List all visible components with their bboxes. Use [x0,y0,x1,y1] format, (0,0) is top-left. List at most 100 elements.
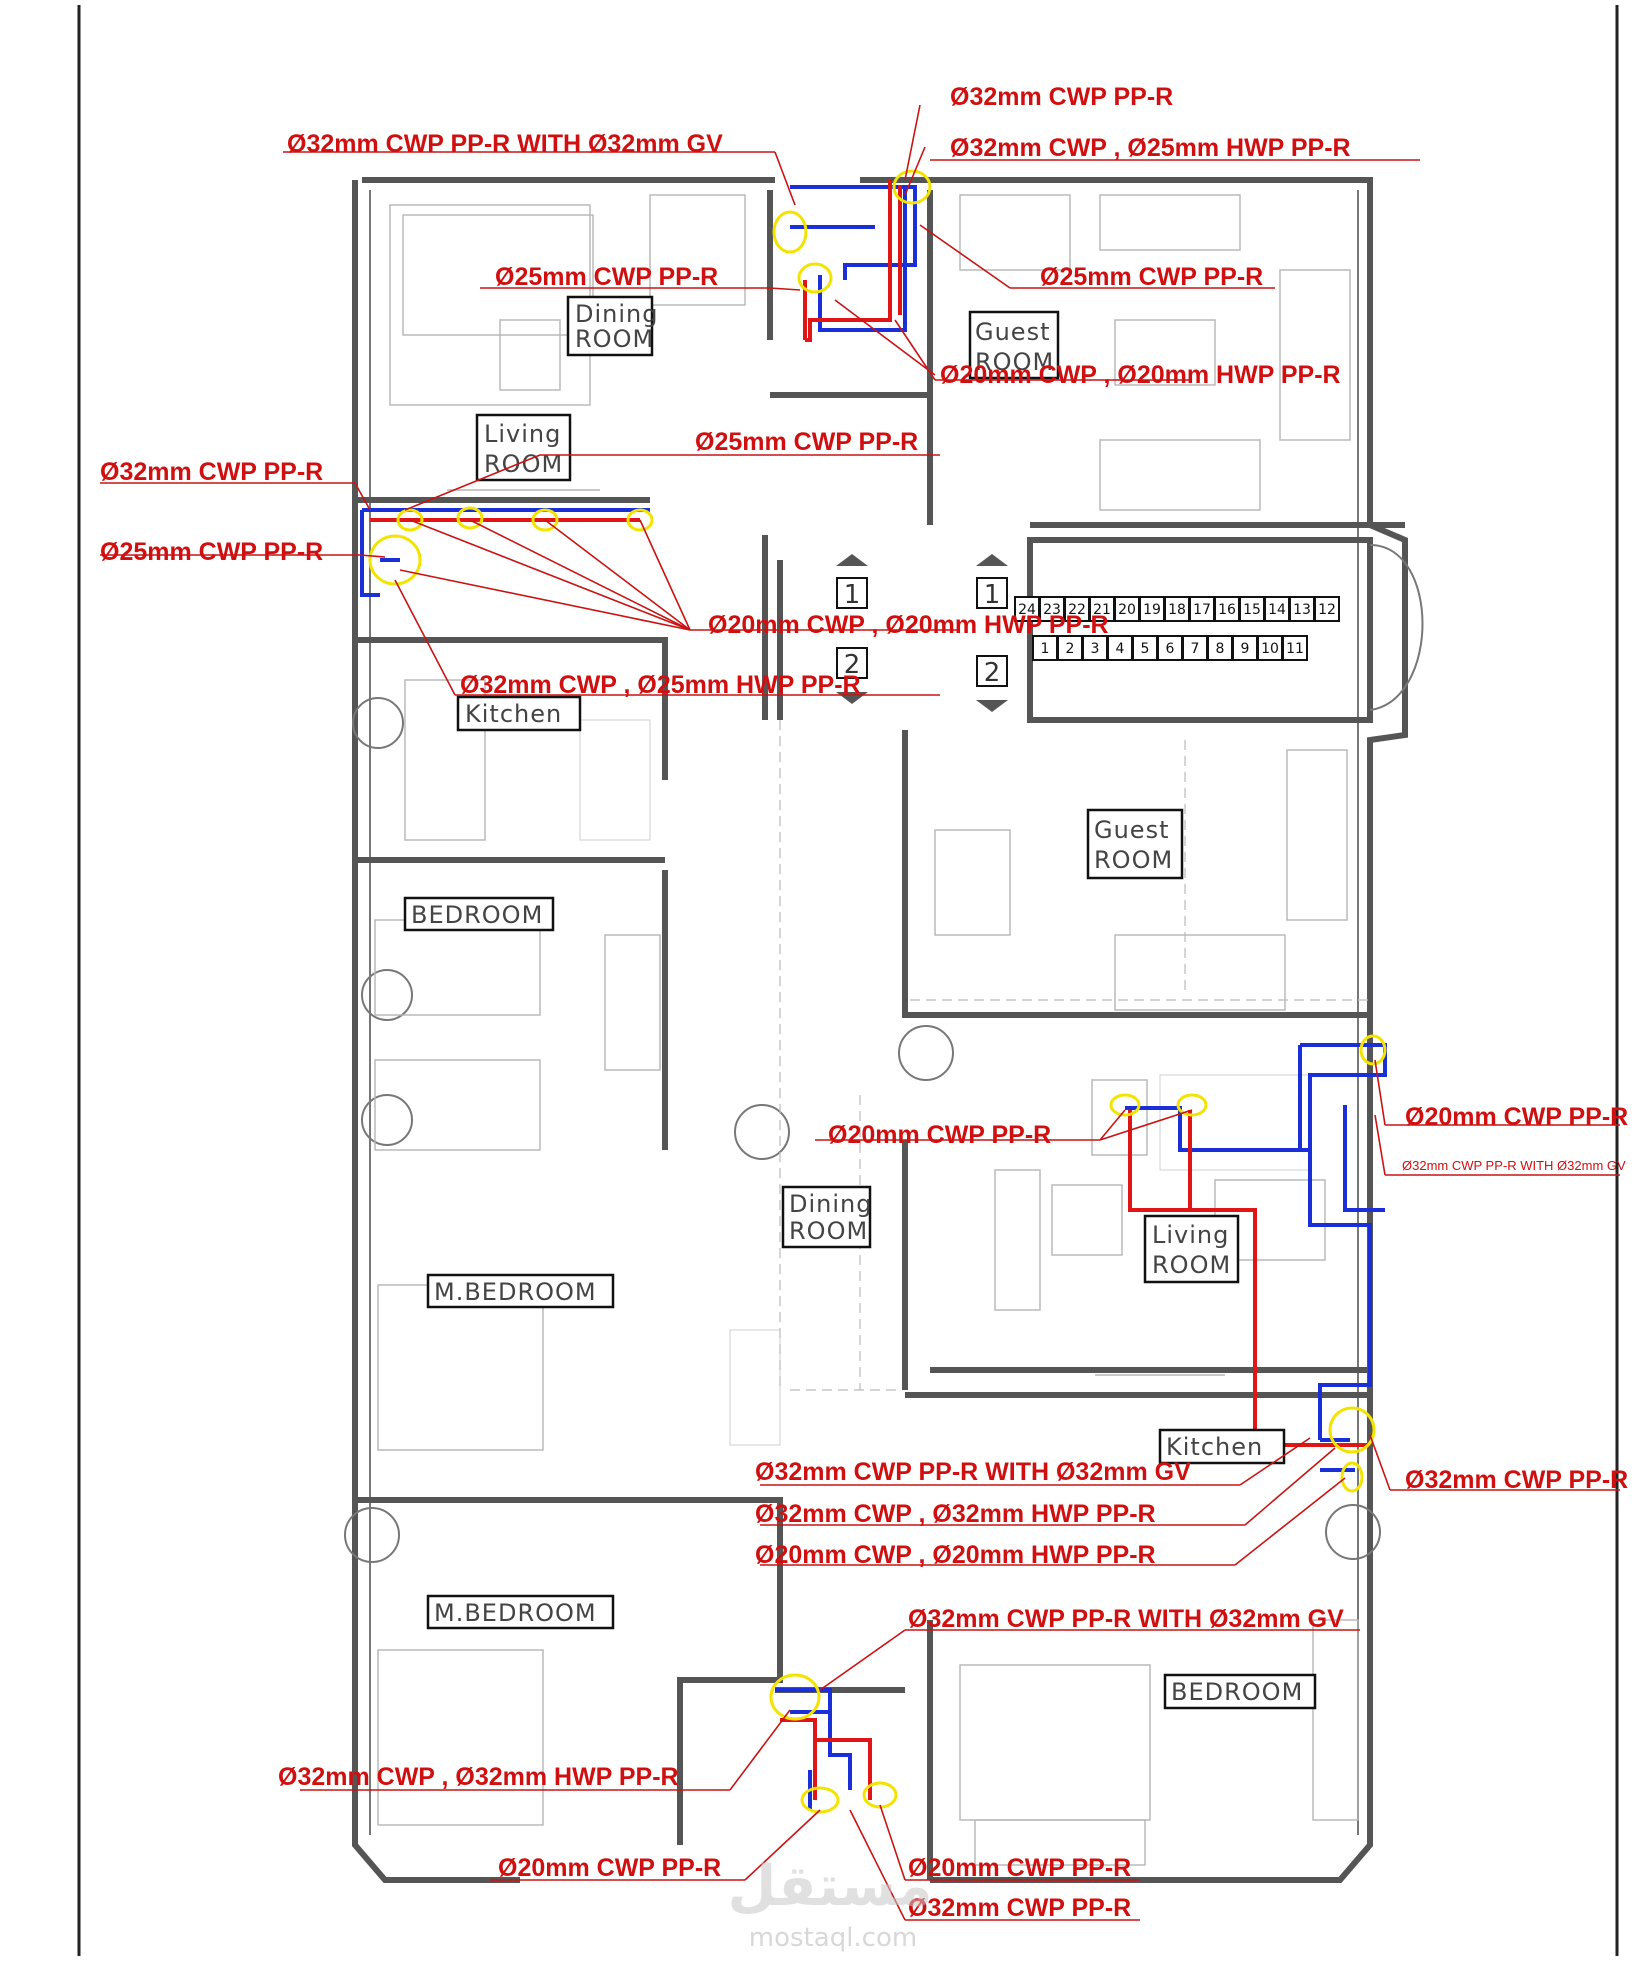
svg-text:ROOM: ROOM [1152,1251,1231,1279]
stair-step-number: 17 [1193,602,1211,618]
stair-step [1039,596,1065,622]
level-marker: 2 [984,658,1001,688]
stair-step-number: 22 [1068,602,1086,618]
svg-text:M.BEDROOM: M.BEDROOM [434,1599,597,1627]
stair-step [1014,596,1040,622]
level-marker: 1 [844,580,861,610]
room-label-guest-mid: Guest ROOM [1086,808,1184,880]
stair-step [1282,635,1308,661]
callout-label: Ø20mm CWP PP-R [1405,1103,1628,1131]
svg-text:Guest: Guest [975,318,1051,346]
svg-text:BEDROOM: BEDROOM [411,901,543,929]
room-label-living-mid: Living ROOM [1143,1214,1240,1284]
stair-step-number: 12 [1318,602,1336,618]
callouts: Ø32mm CWP PP-R Ø32mm CWP PP-R WITH Ø32mm… [100,83,1628,1922]
stair-step [1132,635,1158,661]
stair-step-number: 18 [1168,602,1186,618]
stair-step [1157,635,1183,661]
stair-step-number: 8 [1216,641,1225,657]
svg-text:Living: Living [1152,1221,1229,1249]
level-marker: 1 [984,580,1001,610]
stair-step [1082,635,1108,661]
room-label-guest-top: Guest ROOM [968,310,1060,380]
room-label-dining-top: Dining ROOM [566,295,658,357]
stair-step [1314,596,1340,622]
svg-text:Kitchen: Kitchen [465,700,562,728]
callout-label: Ø25mm CWP PP-R [695,428,918,456]
sheet-border [77,5,1619,1956]
callout-label: Ø32mm CWP PP-R [908,1894,1131,1922]
svg-text:Dining: Dining [575,300,658,328]
stair-step-number: 20 [1118,602,1136,618]
callout-label: Ø32mm CWP , Ø25mm HWP PP-R [950,134,1351,162]
stair-step-number: 9 [1241,641,1250,657]
callout-label: Ø32mm CWP PP-R WITH Ø32mm GV [908,1605,1344,1633]
svg-text:Living: Living [484,420,561,448]
stair-step-number: 11 [1286,641,1304,657]
callout-label: Ø32mm CWP , Ø32mm HWP PP-R [278,1763,679,1791]
svg-text:ROOM: ROOM [575,325,654,353]
callout-label: Ø25mm CWP PP-R [495,263,718,291]
callout-label: Ø25mm CWP PP-R [100,538,323,566]
callout-label: Ø32mm CWP , Ø25mm HWP PP-R [460,671,861,699]
stair-step-number: 5 [1141,641,1150,657]
stair-step-number: 19 [1143,602,1161,618]
stair-step-number: 10 [1261,641,1279,657]
callout-label: Ø32mm CWP PP-R WITH Ø32mm GV [1402,1158,1626,1173]
dashed-guides [779,720,1370,1391]
room-label-living-top: Living ROOM [475,413,572,482]
callout-label: Ø20mm CWP PP-R [498,1854,721,1882]
callout-label: Ø32mm CWP PP-R [1405,1466,1628,1494]
stair-step [1189,596,1215,622]
svg-text:Kitchen: Kitchen [1166,1433,1263,1461]
stair-step [1239,596,1265,622]
stair-step-number: 1 [1041,641,1050,657]
room-label-bedroom-left: BEDROOM [403,896,555,932]
stair-step [1264,596,1290,622]
stair-step [1057,635,1083,661]
stair-step-number: 13 [1293,602,1311,618]
watermark-logo: مستقل [728,1854,933,1919]
stair-step [1257,635,1283,661]
fixture-points [368,169,1387,1814]
stair-step-number: 7 [1191,641,1200,657]
stair-step-number: 15 [1243,602,1261,618]
svg-text:Dining: Dining [789,1190,872,1218]
callout-label: Ø32mm CWP PP-R [100,458,323,486]
stair-step-number: 21 [1093,602,1111,618]
callout-label: Ø32mm CWP , Ø32mm HWP PP-R [755,1500,1156,1528]
watermark-url: mostaql.com [749,1923,917,1953]
stair-step-number: 2 [1066,641,1075,657]
stair-step-number: 23 [1043,602,1061,618]
watermark: مستقل mostaql.com [728,1854,933,1953]
callout-label: Ø32mm CWP PP-R [950,83,1173,111]
stair-step [1139,596,1165,622]
stair-step-number: 24 [1018,602,1036,618]
callout-label: Ø32mm CWP PP-R WITH Ø32mm GV [287,130,723,158]
callout-label: Ø32mm CWP PP-R WITH Ø32mm GV [755,1458,1191,1486]
callout-label: Ø20mm CWP PP-R [908,1854,1131,1882]
stair-step-number: 16 [1218,602,1236,618]
level-marker: 2 [844,650,861,680]
svg-text:ROOM: ROOM [789,1217,868,1245]
svg-text:M.BEDROOM: M.BEDROOM [434,1278,597,1306]
building-walls [344,177,1424,1883]
svg-text:Guest: Guest [1094,816,1170,844]
room-label-bedroom-right: BEDROOM [1163,1673,1317,1710]
room-label-mbedroom-2: M.BEDROOM [426,1594,615,1630]
room-label-dining-mid: Dining ROOM [781,1185,872,1249]
stair-step-number: 6 [1166,641,1175,657]
callout-label: Ø25mm CWP PP-R [1040,263,1263,291]
svg-text:ROOM: ROOM [975,348,1054,376]
svg-text:BEDROOM: BEDROOM [1171,1678,1303,1706]
room-labels: Dining ROOM Guest ROOM Living ROOM Kitch… [403,295,1317,1710]
stair-step-number: 14 [1268,602,1286,618]
stair-step [1107,635,1133,661]
callout-label: Ø20mm CWP , Ø20mm HWP PP-R [940,361,1341,389]
room-label-kitchen-left: Kitchen [456,695,582,732]
svg-text:ROOM: ROOM [1094,846,1173,874]
callout-label: Ø20mm CWP , Ø20mm HWP PP-R [708,611,1109,639]
stair-step-number: 3 [1091,641,1100,657]
